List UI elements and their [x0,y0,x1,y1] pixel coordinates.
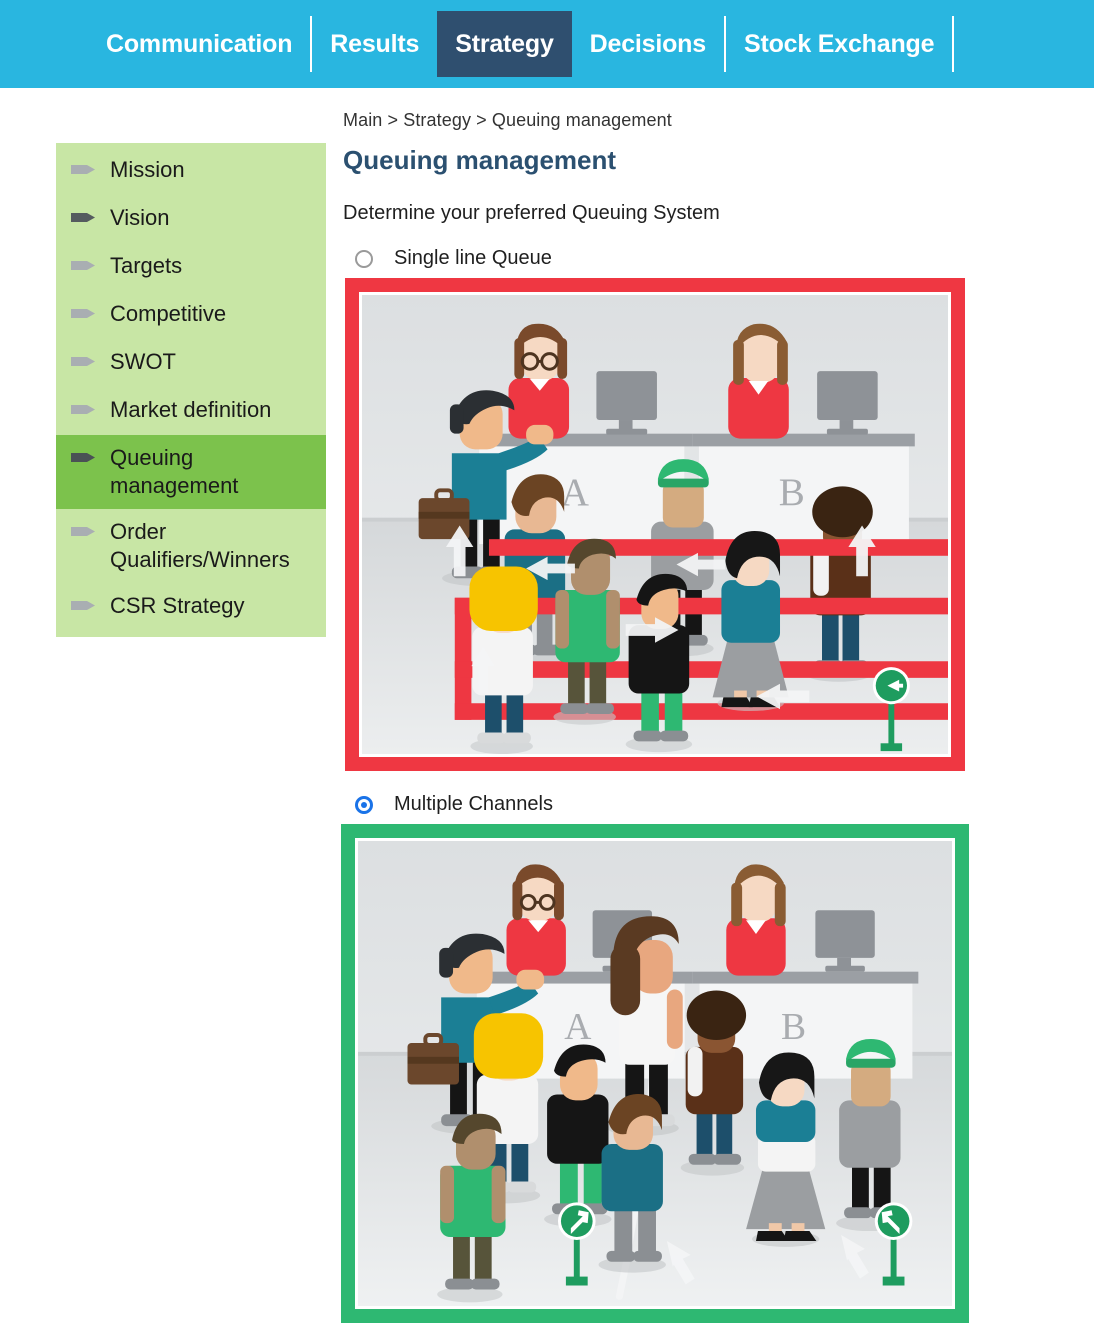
arrow-marker-icon [70,162,100,182]
clerk-a-figure [506,864,566,976]
nav-tab-label: Stock Exchange [743,29,935,58]
arrow-marker-icon [70,258,100,278]
nav-tab-label: Strategy [455,29,554,58]
counter-label-b: B [779,471,805,514]
customer-yellow-hair-figure [469,566,538,755]
radio-multiple-channels[interactable] [355,795,373,814]
sidebar-item-vision[interactable]: Vision [56,195,326,243]
sidebar-item-order-qualifiers-winners[interactable]: Order Qualifiers/Winners [56,509,326,583]
sidebar-item-csr-strategy[interactable]: CSR Strategy [56,583,326,631]
sidebar-item-label: Queuing management [110,445,239,498]
clerk-b-figure [726,864,786,976]
option-single-line-queue[interactable]: Single line Queue [355,247,1041,270]
clerk-a-figure [508,323,570,439]
flow-direction-arrows [445,525,876,710]
option-multiple-channels[interactable]: Multiple Channels [355,793,1041,816]
nav-divider [310,16,313,72]
nav-tab-label: Communication [106,29,293,58]
option-label: Single line Queue [394,247,552,269]
customer-afro-figure [680,990,747,1176]
nav-tab-stock-exchange[interactable]: Stock Exchange [726,11,952,77]
counter-label-a: A [561,471,589,514]
customer-blue-tee-figure [598,1094,666,1273]
counter-label-b: B [781,1006,806,1048]
sidebar-item-label: Order Qualifiers/Winners [110,519,290,572]
top-navigation-bar: Communication Results Strategy Decisions… [0,0,1094,88]
nav-divider [723,16,726,72]
sidebar-item-label: SWOT [110,349,176,374]
sidebar-menu: Mission Vision Targets Competitive SWOT [56,143,326,637]
clerk-b-figure [728,323,789,439]
arrow-marker-icon [70,354,100,374]
sidebar-item-targets[interactable]: Targets [56,243,326,291]
sidebar-item-label: CSR Strategy [110,593,245,618]
flow-direction-arrows [666,1235,869,1285]
multiple-channels-illustration: A B [358,841,952,1307]
queue-direction-sign [872,667,910,752]
page-subtitle: Determine your preferred Queuing System [343,202,720,224]
sidebar-item-queuing-management[interactable]: Queuing management [56,435,326,509]
sidebar-item-label: Market definition [110,397,272,422]
nav-divider [952,16,955,72]
nav-tab-decisions[interactable]: Decisions [572,11,724,77]
nav-tab-label: Results [330,29,420,58]
nav-tab-label: Decisions [589,29,707,58]
sidebar-item-label: Mission [110,157,185,182]
nav-tab-communication[interactable]: Communication [88,11,310,77]
illustration-multiple-channels[interactable]: A B [341,824,969,1324]
sidebar-item-market-definition[interactable]: Market definition [56,387,326,435]
customer-green-polo-figure [553,538,620,725]
illustration-single-line-queue[interactable]: A B [345,278,965,772]
nav-tab-strategy[interactable]: Strategy [437,11,572,77]
arrow-marker-icon [70,450,100,470]
sidebar-item-label: Vision [110,205,170,230]
arrow-marker-icon [70,210,100,230]
arrow-marker-icon [70,306,100,326]
customer-skirt-figure [746,1052,826,1247]
customer-black-tee-figure [625,573,693,753]
queue-direction-sign-left [557,1202,596,1286]
sidebar-item-swot[interactable]: SWOT [56,339,326,387]
sidebar-item-label: Targets [110,253,183,278]
nav-tab-results[interactable]: Results [312,11,437,77]
option-label: Multiple Channels [394,793,553,816]
sidebar-item-competitive[interactable]: Competitive [56,291,326,339]
main-content: Main > Strategy > Queuing management Que… [341,110,1041,1324]
sidebar-item-label: Competitive [110,301,227,326]
arrow-marker-icon [70,524,100,544]
counter-label-a: A [564,1006,591,1048]
page-title: Queuing management [343,145,617,175]
customer-green-polo-figure [437,1113,506,1303]
arrow-marker-icon [70,598,100,618]
sidebar-item-mission[interactable]: Mission [56,147,326,195]
arrow-marker-icon [70,402,100,422]
single-line-queue-illustration: A B [362,295,948,755]
breadcrumb[interactable]: Main > Strategy > Queuing management [343,110,672,130]
radio-single-line-queue[interactable] [355,249,373,268]
queue-direction-sign-right [874,1202,913,1286]
customer-green-cap-figure [836,1039,902,1232]
